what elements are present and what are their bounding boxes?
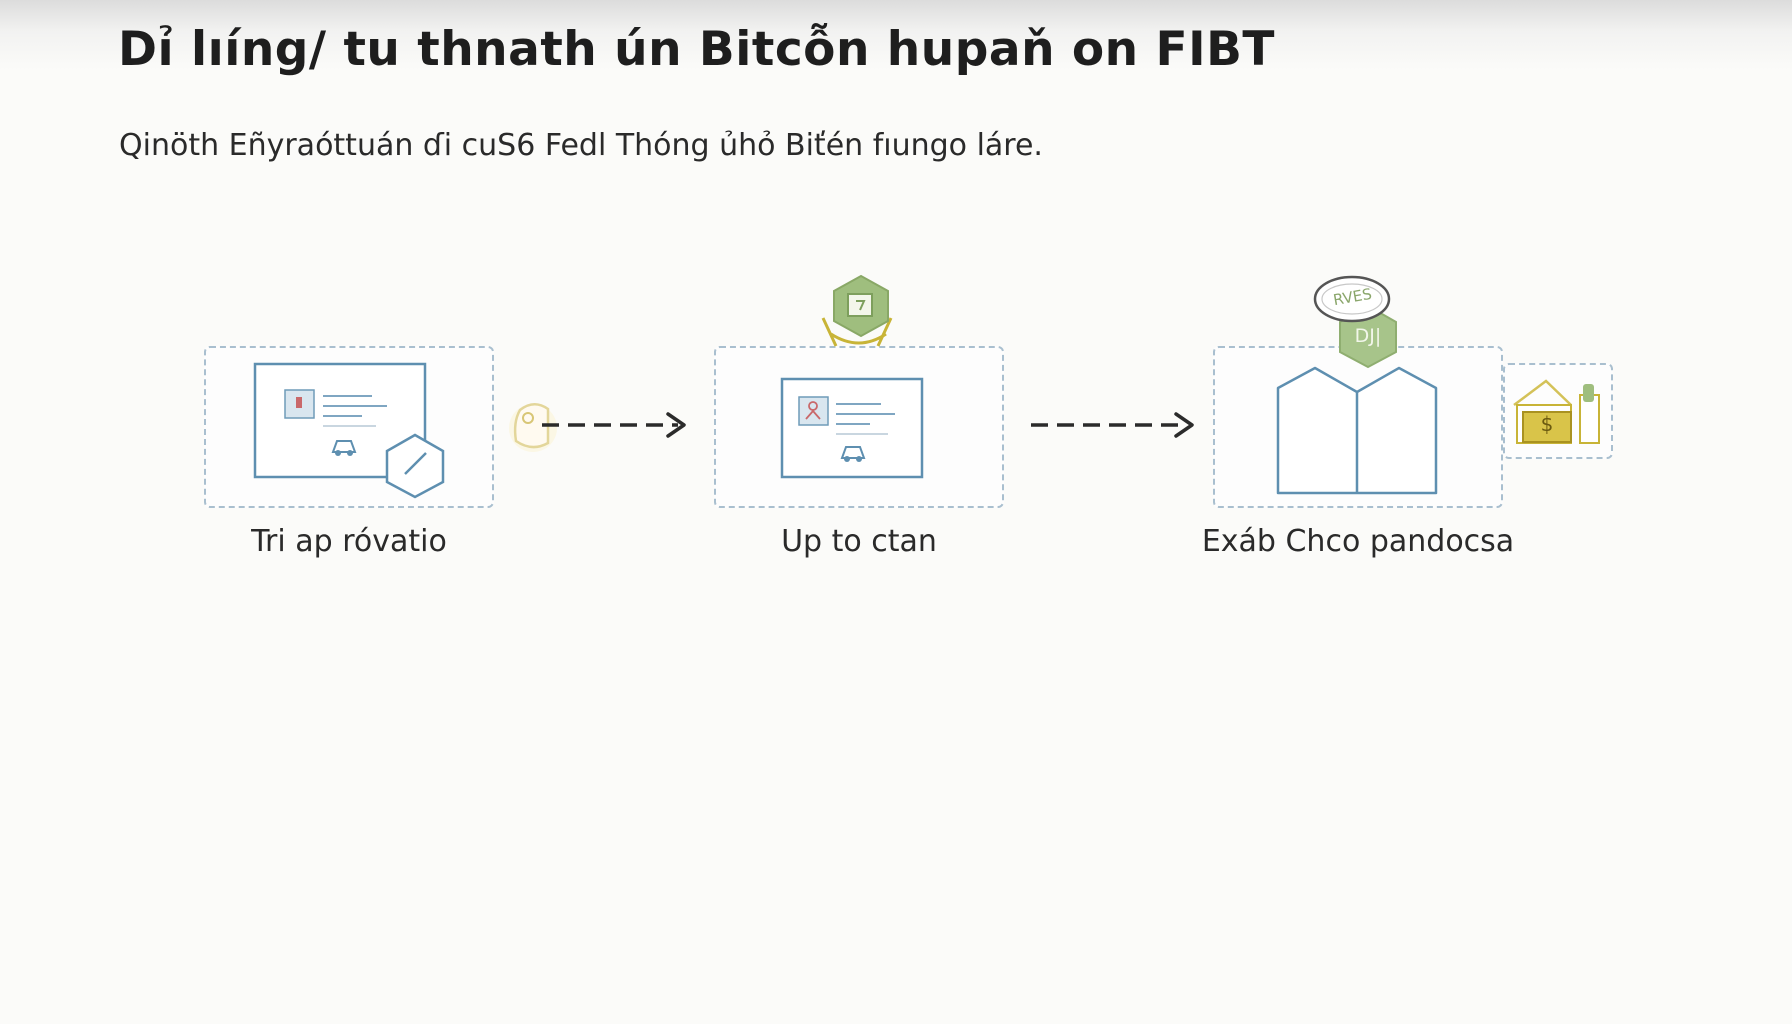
- money-symbol: $: [1540, 412, 1554, 436]
- flow-arrow-2: [1031, 412, 1194, 438]
- step-1-label: Tri ap róvatio: [251, 524, 447, 559]
- profile-card-icon: [780, 377, 924, 479]
- page-title: Dỉ lıı́ng/ tu thnath ún Bitcỗn hupaň on …: [118, 22, 1275, 77]
- cloud-tag-icon: [1313, 275, 1391, 323]
- top-shade: [0, 0, 1792, 70]
- step-2-label: Up to ctan: [781, 524, 937, 559]
- hex-token-text: DJ|: [1354, 325, 1382, 347]
- page-subtitle: Qinöth Eñyraóttuán ɗi cuS6 Fedl Thóng ủh…: [119, 128, 1043, 163]
- open-book-icon: [1276, 366, 1438, 495]
- document-icon: [253, 362, 427, 479]
- coin-badge-icon: [509, 403, 557, 452]
- flow-arrow-1: [542, 412, 686, 438]
- verified-shield-icon: [821, 274, 893, 347]
- step-3-label: Exáb Chco pandocsa: [1201, 524, 1515, 559]
- shield-hexagon-icon: [385, 433, 445, 499]
- money-wallet-icon: [1513, 379, 1600, 444]
